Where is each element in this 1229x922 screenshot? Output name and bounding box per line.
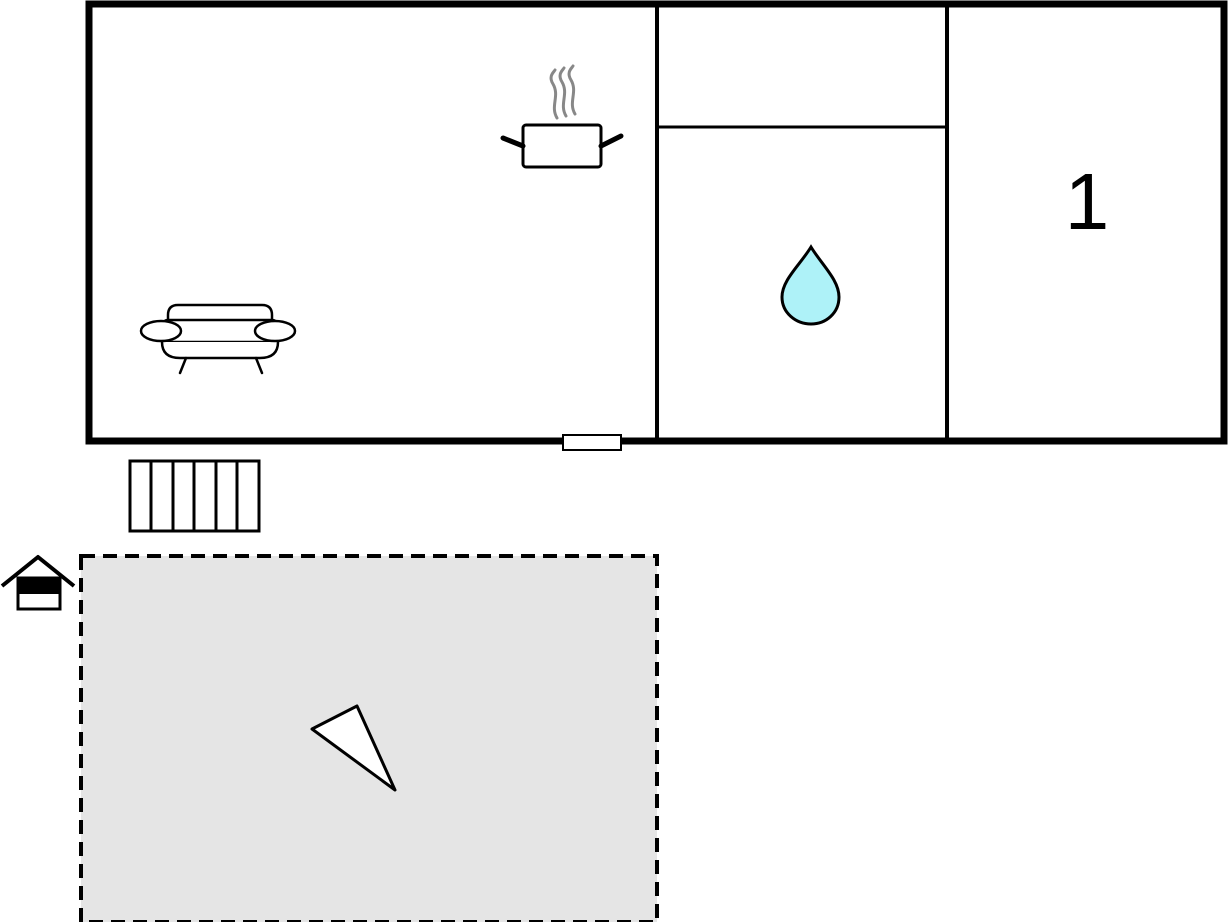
entrance-door [562, 434, 622, 451]
umbrella-icon [310, 704, 397, 792]
garage-icon [0, 555, 76, 611]
bedroom-number: 1 [1065, 157, 1110, 246]
cooking-pot-icon [500, 64, 624, 169]
stairs-icon [128, 459, 261, 533]
sofa-icon [139, 303, 297, 375]
water-drop-icon [780, 244, 841, 326]
